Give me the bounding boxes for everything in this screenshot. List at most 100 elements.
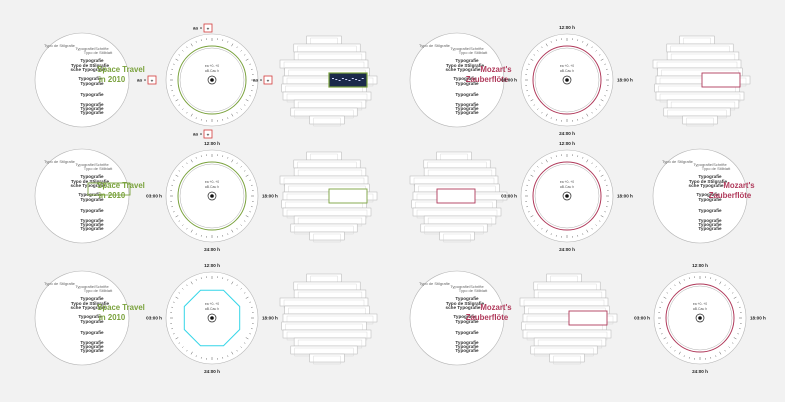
bar-row xyxy=(293,167,367,177)
clock-tick xyxy=(178,170,181,172)
dial-ring[interactable] xyxy=(532,161,602,231)
bar-row xyxy=(290,107,358,117)
clock-tick xyxy=(236,227,238,230)
clock-tick xyxy=(533,220,536,222)
bar-row-shadow xyxy=(686,117,714,127)
panel-r1-clock-space[interactable]: ea +0..+0aB.Cau haa+aa+aa+aa+ xyxy=(137,23,273,139)
clock-tick xyxy=(530,99,534,102)
clock-tick xyxy=(227,233,229,235)
dial-ring[interactable] xyxy=(665,283,735,353)
typo-text: Typografie xyxy=(455,330,479,335)
bar-row xyxy=(309,353,345,363)
clock-tick xyxy=(182,166,184,168)
typo-title-line: Space Travel xyxy=(97,181,145,190)
add-label-bottom: aa xyxy=(193,132,199,137)
selection-box[interactable] xyxy=(87,182,131,196)
hour-label-bottom: 24:00 h xyxy=(204,369,220,374)
bar-row xyxy=(420,223,488,233)
panel-r1-bars-dark[interactable] xyxy=(279,35,378,127)
clock-tick xyxy=(243,170,246,172)
clock-tick xyxy=(582,117,584,119)
clock-tick xyxy=(173,95,175,97)
hour-label-bottom: 24:00 h xyxy=(692,369,708,374)
panel-r3-bars-mozart[interactable] xyxy=(519,273,618,365)
selection-box[interactable] xyxy=(436,188,476,204)
add-button-bottom[interactable] xyxy=(203,129,213,139)
bar-row xyxy=(530,345,598,355)
bar-row xyxy=(293,337,367,347)
panel-r3-typo-space[interactable]: Typo de StilgrafieTypografie/SchrifteTyp… xyxy=(34,270,145,366)
typo-text: Typografie xyxy=(455,58,479,63)
panel-r3-typo-mozart[interactable]: Typo de StilgrafieTypografie/SchrifteTyp… xyxy=(409,270,512,366)
bar-row xyxy=(412,207,502,217)
bar-row xyxy=(423,167,497,177)
center-label: ea +0..+0 xyxy=(205,180,219,184)
clock-tick xyxy=(591,111,593,114)
bar-row xyxy=(279,175,369,185)
hour-label-right: 18:00 h xyxy=(262,316,278,321)
bar-row xyxy=(282,207,372,217)
clock-tick xyxy=(240,166,242,168)
typo-text: Typo de Stilgrafie xyxy=(689,179,728,184)
typo-text: Typografie xyxy=(696,192,720,197)
typo-title-line: in 2010 xyxy=(99,191,126,200)
image-thumbnail[interactable] xyxy=(328,72,368,88)
selection-box[interactable] xyxy=(568,310,608,326)
typo-circle xyxy=(34,270,130,366)
add-button-top[interactable] xyxy=(203,23,213,33)
panel-r2-typo-space-box[interactable]: Typo de StilgrafieTypografie/SchrifteTyp… xyxy=(34,148,145,244)
selection-box[interactable] xyxy=(701,72,741,88)
typo-text: Typografie xyxy=(80,174,104,179)
center-dot xyxy=(565,194,569,198)
add-button-right[interactable] xyxy=(263,75,273,85)
clock-tick xyxy=(249,301,251,303)
panel-r3-bars-empty[interactable] xyxy=(279,273,378,365)
clock-tick xyxy=(678,351,681,355)
clock-tick xyxy=(678,281,681,285)
panel-r2-bars-mozart[interactable] xyxy=(409,151,508,243)
clock-tick xyxy=(683,279,685,281)
dial-ring[interactable] xyxy=(177,161,247,231)
bar-row-shadow xyxy=(313,233,341,243)
clock-tick xyxy=(595,224,597,226)
typo-circle xyxy=(409,270,505,366)
clock-tick xyxy=(533,170,536,172)
typo-title-line: Mozart's xyxy=(723,181,755,190)
bar-row xyxy=(409,175,499,185)
clock-tick xyxy=(243,54,246,56)
dial-ring[interactable] xyxy=(177,45,247,115)
add-button-left[interactable] xyxy=(147,75,157,85)
panel-r2-bars-space[interactable] xyxy=(279,151,378,243)
selection-box[interactable] xyxy=(328,188,368,204)
clock-tick xyxy=(528,211,530,213)
typo-faint-label: Typo de Stilgrafie xyxy=(419,281,451,286)
clock-tick xyxy=(240,346,242,348)
panel-r2-typo-mozart[interactable]: Typo de StilgrafieTypografie/SchrifteTyp… xyxy=(652,148,755,244)
clock-tick xyxy=(178,104,181,106)
hour-label-top: 12:00 h xyxy=(559,25,575,30)
panel-r1-typo-space[interactable]: Typo de StilgrafieTypografie/SchrifteTyp… xyxy=(34,32,145,128)
bar-row xyxy=(281,321,367,331)
dial-ring[interactable] xyxy=(532,45,602,115)
typo-text: Typo de Stilblatt xyxy=(459,50,488,55)
panel-r1-typo-mozart[interactable]: Typo de StilgrafieTypografie/SchrifteTyp… xyxy=(409,32,512,128)
clock-tick xyxy=(600,58,604,61)
typo-title-line: Space Travel xyxy=(97,65,145,74)
center-ring xyxy=(207,75,217,85)
panel-r1-bars-mozart[interactable] xyxy=(652,35,751,127)
clock-tick xyxy=(173,211,175,213)
center-label: aB.Cau h xyxy=(560,69,574,73)
clock-tick xyxy=(240,288,242,290)
center-label: ea +0..+0 xyxy=(560,64,574,68)
typo-faint-label: Typo de Stilgrafie xyxy=(419,43,451,48)
clock-tick xyxy=(173,301,175,303)
clock-tick xyxy=(190,159,193,163)
clock-tick xyxy=(600,174,604,177)
dial-polygon[interactable] xyxy=(183,289,241,347)
clock-tick xyxy=(231,113,234,117)
